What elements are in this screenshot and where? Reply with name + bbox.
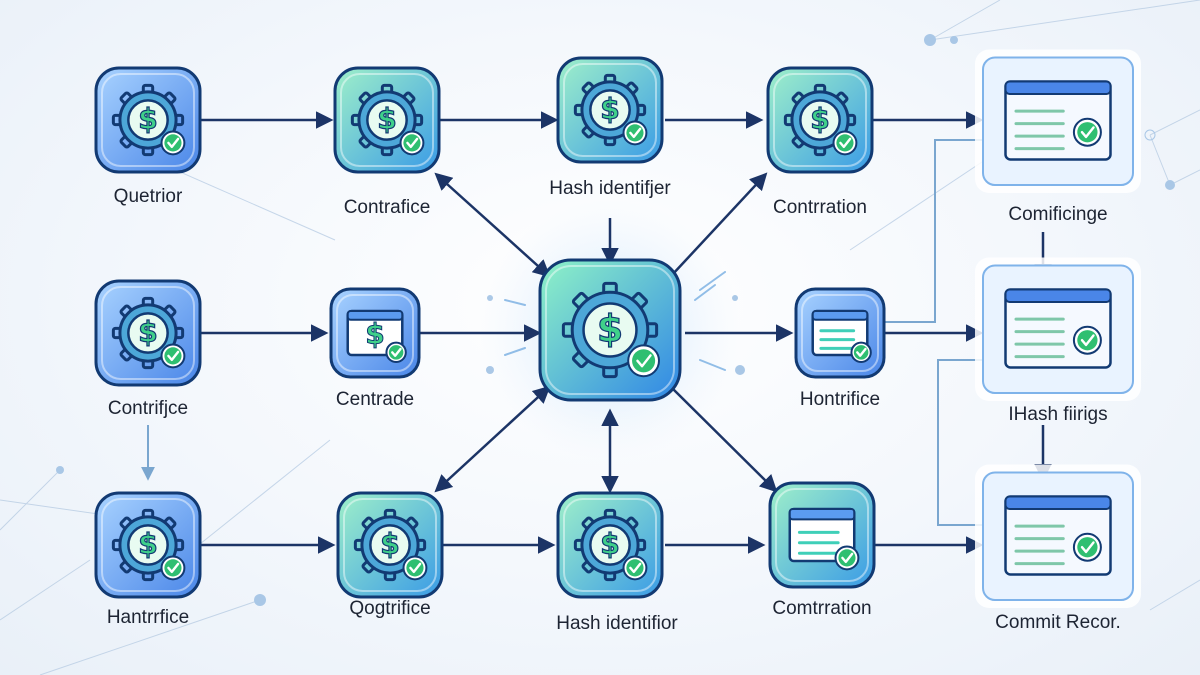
document-list-icon [811, 309, 869, 357]
node-n7[interactable]: $ [329, 287, 421, 379]
check-badge-icon [627, 344, 660, 378]
node-label-contrration: Contrration [773, 197, 867, 218]
document-list-icon [788, 507, 856, 563]
gear-dollar-icon: $ [111, 83, 185, 157]
node-label-comtrration: Comtrration [772, 598, 872, 619]
node-label-ihash-fiirigs: IHash fiirigs [1008, 404, 1108, 425]
node-label-hash-identifjer: Hash identifjer [549, 178, 671, 199]
node-label-hontrifice: Hontrifice [799, 389, 881, 410]
check-badge-icon [160, 343, 186, 369]
svg-text:$: $ [365, 318, 385, 351]
node-n12[interactable]: $ [336, 491, 444, 599]
node-hub[interactable]: $ [538, 258, 682, 402]
node-label-quetrior: Quetrior [113, 186, 183, 207]
node-n14[interactable] [768, 481, 876, 589]
node-label-qogtrifice: Qogtrifice [349, 598, 431, 619]
node-label-centrade: Centrade [335, 389, 415, 410]
node-n1[interactable]: $ [94, 66, 202, 174]
gear-dollar-icon: $ [561, 281, 659, 379]
svg-text:$: $ [380, 527, 400, 560]
browser-window-icon [1004, 495, 1112, 576]
node-label-contrafice: Contrafice [343, 197, 431, 218]
check-badge-icon [1072, 117, 1102, 147]
check-badge-icon [832, 130, 858, 156]
svg-text:$: $ [138, 102, 158, 135]
node-label-hash-identifior: Hash identifior [556, 613, 678, 634]
svg-text:$: $ [138, 315, 158, 348]
node-n4[interactable]: $ [766, 66, 874, 174]
svg-text:$: $ [138, 527, 158, 560]
arrow-hub-n12 [434, 385, 551, 493]
node-n3[interactable]: $ [556, 56, 664, 164]
browser-window-icon [1004, 288, 1112, 369]
node-n2[interactable]: $ [333, 66, 441, 174]
check-badge-icon [850, 341, 872, 364]
browser-window-icon [1004, 80, 1112, 161]
check-badge-icon [385, 341, 407, 364]
node-label-commit-recor: Commit Recor. [995, 612, 1121, 633]
link-n9-n5 [885, 139, 982, 323]
check-badge-icon [160, 555, 186, 581]
arrow-hub-n4 [671, 172, 768, 276]
svg-text:$: $ [377, 102, 397, 135]
node-n6[interactable]: $ [94, 279, 202, 387]
node-label-comificinge: Comificinge [1008, 204, 1108, 225]
node-n15[interactable] [975, 464, 1141, 609]
node-n11[interactable]: $ [94, 491, 202, 599]
svg-text:$: $ [597, 306, 623, 350]
node-n5[interactable] [975, 49, 1141, 194]
document-dollar-icon: $ [346, 309, 404, 357]
gear-dollar-icon: $ [573, 508, 647, 582]
check-badge-icon [1072, 532, 1102, 562]
connectors [200, 111, 1052, 554]
link-n15-n10 [937, 359, 985, 526]
arrow-n2-hub [434, 172, 551, 278]
light-connectors [141, 139, 985, 526]
node-label-hantrrfice: Hantrrfice [106, 607, 190, 628]
check-badge-icon [1072, 325, 1102, 355]
gear-dollar-icon: $ [111, 508, 185, 582]
node-n13[interactable]: $ [556, 491, 664, 599]
gear-dollar-icon: $ [111, 296, 185, 370]
gear-dollar-icon: $ [783, 83, 857, 157]
check-badge-icon [622, 120, 648, 146]
node-label-contrifjce: Contrifjce [107, 398, 189, 419]
arrow-hub-n14 [671, 387, 778, 493]
node-n9[interactable] [794, 287, 886, 379]
check-badge-icon [834, 545, 860, 571]
svg-text:$: $ [600, 92, 620, 125]
hub-rays [504, 271, 726, 371]
gear-dollar-icon: $ [353, 508, 427, 582]
check-badge-icon [402, 555, 428, 581]
check-badge-icon [622, 555, 648, 581]
svg-text:$: $ [810, 102, 830, 135]
check-badge-icon [160, 130, 186, 156]
svg-text:$: $ [600, 527, 620, 560]
check-badge-icon [399, 130, 425, 156]
node-n10[interactable] [975, 257, 1141, 402]
